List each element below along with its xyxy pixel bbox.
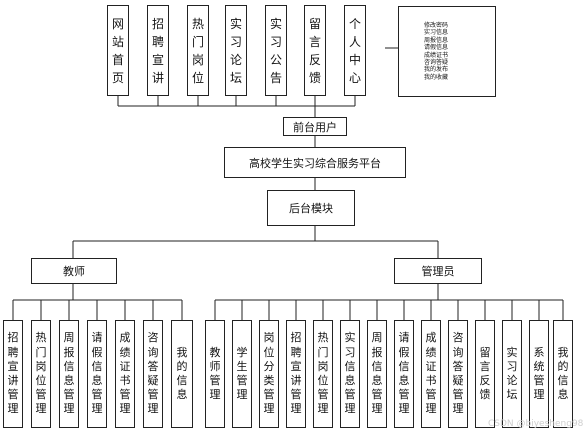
admin-module-label: 岗位分类管理 — [263, 331, 275, 416]
admin-module: 学生管理 — [232, 320, 252, 428]
teacher-module: 请假信息管理 — [87, 320, 107, 428]
frontend-user-box: 前台用户 — [283, 117, 347, 136]
teacher-module: 热门岗位管理 — [31, 320, 51, 428]
admin-module-label: 请假信息管理 — [398, 331, 410, 416]
admin-label: 管理员 — [421, 265, 455, 278]
admin-module: 岗位分类管理 — [259, 320, 279, 428]
teacher-box: 教师 — [31, 258, 117, 284]
admin-module-label: 系统管理 — [533, 345, 545, 402]
admin-module: 教师管理 — [205, 320, 225, 428]
list-item: 我的收藏 — [424, 73, 449, 81]
module-website-home: 网站首页 — [107, 5, 129, 96]
teacher-module-label: 热门岗位管理 — [35, 331, 47, 416]
platform-label: 高校学生实习综合服务平台 — [249, 156, 381, 170]
list-item: 我的发布 — [424, 66, 449, 74]
admin-module-label: 热门岗位管理 — [317, 331, 329, 416]
module-label: 招聘宣讲 — [151, 16, 164, 85]
admin-module: 我的信息 — [553, 320, 573, 428]
admin-module-label: 实习论坛 — [506, 345, 518, 402]
admin-module-label: 成绩证书管理 — [425, 331, 437, 416]
platform-box: 高校学生实习综合服务平台 — [224, 147, 406, 178]
teacher-module: 周报信息管理 — [59, 320, 79, 428]
teacher-module-label: 周报信息管理 — [63, 331, 75, 416]
module-internship-forum: 实习论坛 — [225, 5, 247, 96]
module-label: 个人中心 — [348, 16, 361, 85]
module-label: 实习论坛 — [229, 16, 242, 85]
list-item: 周报信息 — [424, 36, 449, 44]
admin-module-label: 咨询答疑管理 — [452, 331, 464, 416]
admin-module-label: 招聘宣讲管理 — [290, 331, 302, 416]
teacher-label: 教师 — [63, 265, 85, 278]
admin-module: 请假信息管理 — [394, 320, 414, 428]
module-label: 实习公告 — [269, 16, 282, 85]
teacher-module: 咨询答疑管理 — [143, 320, 163, 428]
backend-label: 后台模块 — [289, 202, 333, 215]
admin-module-label: 周报信息管理 — [371, 331, 383, 416]
module-label: 留言反馈 — [308, 16, 321, 85]
frontend-user-label: 前台用户 — [293, 120, 337, 134]
teacher-module-label: 成绩证书管理 — [119, 331, 131, 416]
module-recruitment-talk: 招聘宣讲 — [147, 5, 169, 96]
teacher-module-label: 我的信息 — [176, 345, 188, 402]
module-feedback: 留言反馈 — [304, 5, 326, 96]
module-hot-positions: 热门岗位 — [187, 5, 209, 96]
admin-module-label: 我的信息 — [557, 345, 569, 402]
list-item: 请假信息 — [424, 44, 449, 52]
teacher-module-label: 请假信息管理 — [91, 331, 103, 416]
teacher-module: 成绩证书管理 — [115, 320, 135, 428]
list-item: 实习信息 — [424, 29, 449, 37]
admin-module-label: 留言反馈 — [479, 345, 491, 402]
module-label: 网站首页 — [111, 16, 124, 85]
list-item: 修改密码 — [424, 21, 449, 29]
admin-module: 实习信息管理 — [340, 320, 360, 428]
admin-module-label: 教师管理 — [209, 345, 221, 402]
admin-module: 招聘宣讲管理 — [286, 320, 306, 428]
admin-module-label: 学生管理 — [236, 345, 248, 402]
personal-center-list: 修改密码 实习信息 周报信息 请假信息 成绩证书 咨询答疑 我的发布 我的收藏 — [398, 6, 496, 97]
admin-box: 管理员 — [394, 258, 482, 284]
admin-module: 热门岗位管理 — [313, 320, 333, 428]
admin-module: 系统管理 — [529, 320, 549, 428]
module-personal-center: 个人中心 — [344, 5, 366, 96]
module-internship-notice: 实习公告 — [265, 5, 287, 96]
module-label: 热门岗位 — [191, 16, 204, 85]
teacher-module: 我的信息 — [171, 320, 193, 428]
admin-module: 成绩证书管理 — [421, 320, 441, 428]
backend-box: 后台模块 — [267, 190, 355, 226]
admin-module-label: 实习信息管理 — [344, 331, 356, 416]
teacher-module-label: 咨询答疑管理 — [147, 331, 159, 416]
admin-module: 周报信息管理 — [367, 320, 387, 428]
teacher-module-label: 招聘宣讲管理 — [7, 331, 19, 416]
watermark: CSDN @biyesheng98 — [488, 419, 584, 429]
admin-module: 咨询答疑管理 — [448, 320, 468, 428]
admin-module: 留言反馈 — [475, 320, 495, 428]
teacher-module: 招聘宣讲管理 — [3, 320, 23, 428]
list-item: 咨询答疑 — [424, 58, 449, 66]
list-item: 成绩证书 — [424, 51, 449, 59]
admin-module: 实习论坛 — [502, 320, 522, 428]
